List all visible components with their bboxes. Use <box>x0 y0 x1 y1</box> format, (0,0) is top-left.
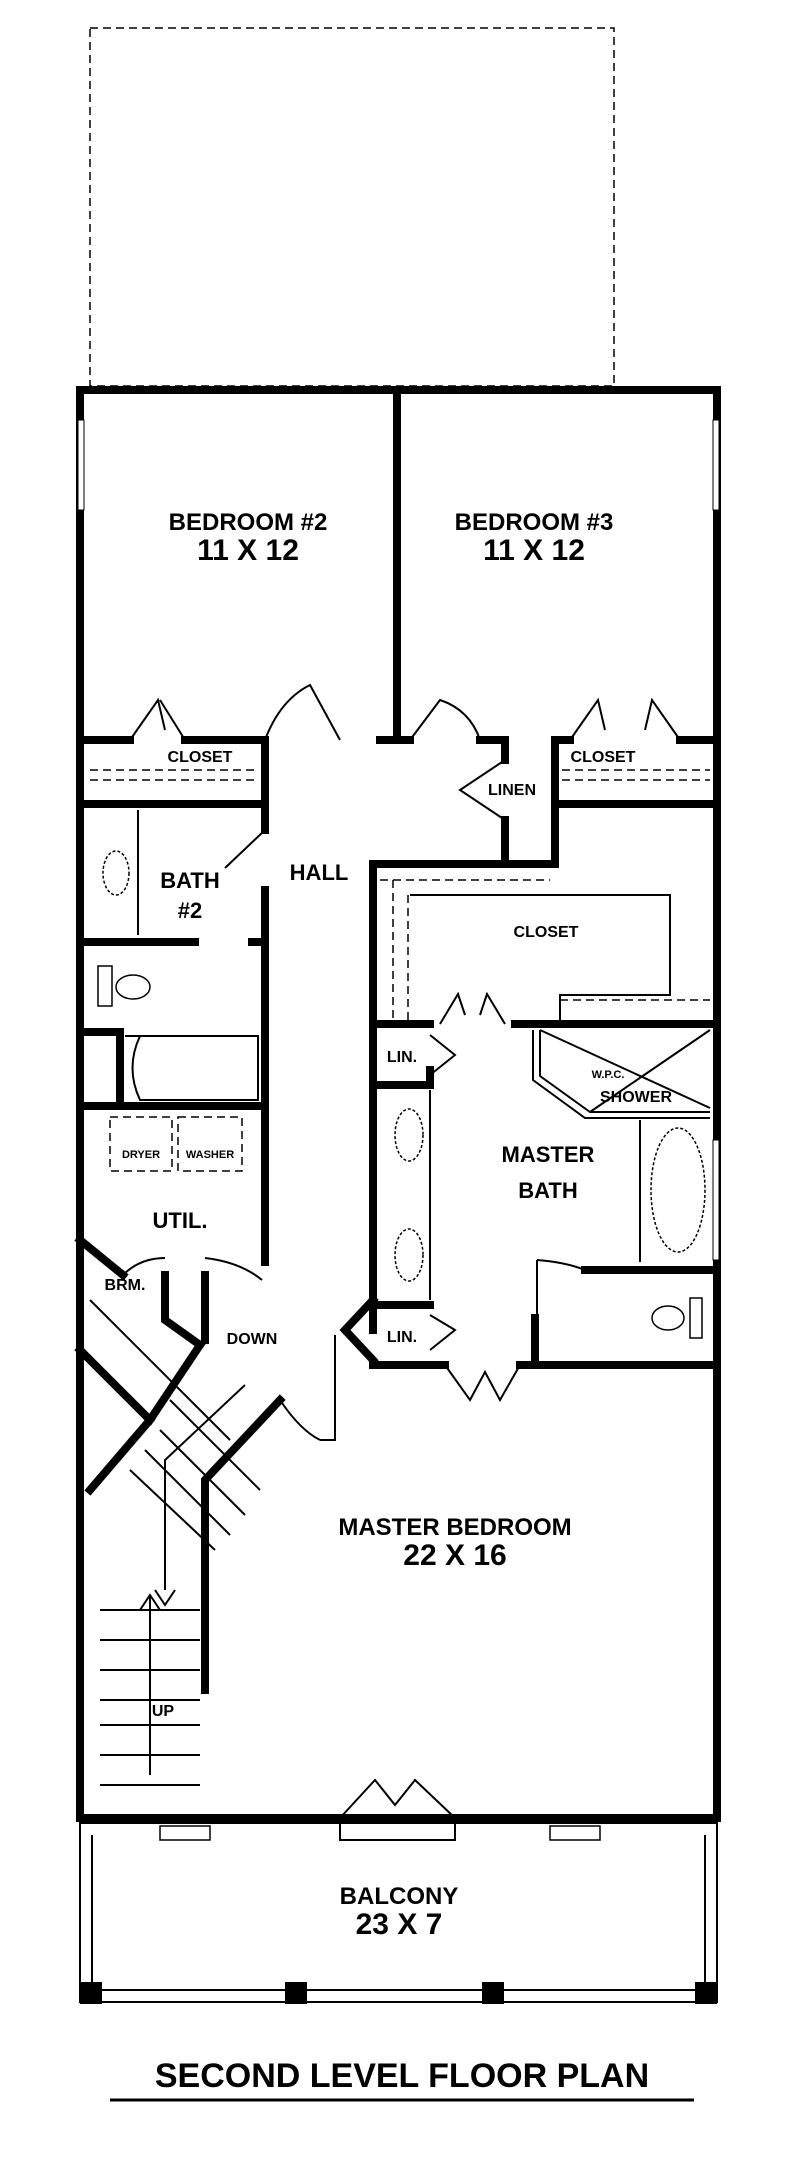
up-label: UP <box>152 1703 175 1720</box>
washer-label: WASHER <box>186 1149 234 1161</box>
master-bath-label-2: BATH <box>518 1178 577 1203</box>
bedroom3-size: 11 X 12 <box>483 534 585 567</box>
broom-label: BRM. <box>105 1277 146 1294</box>
closet-left-label: CLOSET <box>168 749 233 766</box>
master-bath-label: MASTER <box>502 1142 595 1167</box>
shower-label: SHOWER <box>600 1089 672 1106</box>
bedroom3-label: BEDROOM #3 <box>455 509 614 536</box>
master-bedroom-label: MASTER BEDROOM <box>338 1514 571 1541</box>
bath2-number: #2 <box>178 898 202 923</box>
walls <box>74 386 721 2004</box>
dryer-label: DRYER <box>122 1149 160 1161</box>
bedroom2-size: 11 X 12 <box>197 534 299 567</box>
linen-label: LINEN <box>488 782 536 799</box>
bath2-label: BATH <box>160 868 219 893</box>
closet-right-label: CLOSET <box>571 749 636 766</box>
lin-upper-label: LIN. <box>387 1049 417 1066</box>
hall-label: HALL <box>290 860 349 885</box>
balcony-label: BALCONY <box>340 1883 459 1910</box>
lin-lower-label: LIN. <box>387 1329 417 1346</box>
bedroom2-label: BEDROOM #2 <box>169 509 328 536</box>
plan-title: SECOND LEVEL FLOOR PLAN <box>155 2057 649 2095</box>
balcony-size: 23 X 7 <box>356 1908 443 1941</box>
wpc-label: W.P.C. <box>592 1069 625 1081</box>
master-bedroom-size: 22 X 16 <box>403 1539 506 1572</box>
down-label: DOWN <box>227 1331 278 1348</box>
roof-outline <box>89 27 615 387</box>
util-label: UTIL. <box>153 1208 208 1233</box>
walkin-closet-label: CLOSET <box>514 924 579 941</box>
